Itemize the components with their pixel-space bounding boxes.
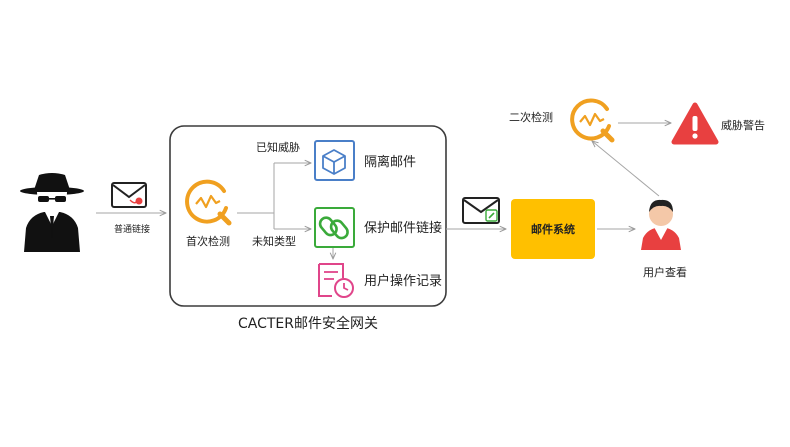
arrow-user-to-recheck	[592, 141, 660, 197]
cube-icon	[314, 140, 355, 181]
known-threat-label: 已知威胁	[256, 141, 300, 154]
spy-icon	[20, 173, 84, 252]
connector-lines	[96, 123, 671, 259]
threat-alert-label: 威胁警告	[721, 119, 765, 132]
protect-link-label: 保护邮件链接	[364, 221, 443, 236]
envelope-link-icon	[462, 197, 500, 224]
recheck-magnifier-icon	[570, 98, 615, 143]
unknown-type-label: 未知类型	[252, 235, 296, 248]
gateway-box	[169, 125, 447, 307]
warning-icon	[671, 102, 719, 145]
mail-system-box	[511, 199, 595, 259]
document-clock-icon	[318, 263, 354, 298]
gateway-title: CACTER邮件安全网关	[238, 316, 379, 332]
mail-system-label: 邮件系统	[531, 223, 575, 236]
user-icon	[641, 199, 681, 250]
quarantine-mail-label: 隔离邮件	[364, 155, 417, 170]
second-check-label: 二次检测	[509, 111, 553, 124]
magnifier-icon	[185, 179, 232, 226]
normal-link-label: 普通链接	[114, 225, 151, 235]
first-check-label: 首次检测	[186, 235, 230, 248]
user-action-log-label: 用户操作记录	[364, 274, 443, 289]
chain-link-icon	[314, 207, 355, 248]
envelope-icon	[111, 182, 147, 208]
user-view-label: 用户查看	[643, 266, 687, 279]
